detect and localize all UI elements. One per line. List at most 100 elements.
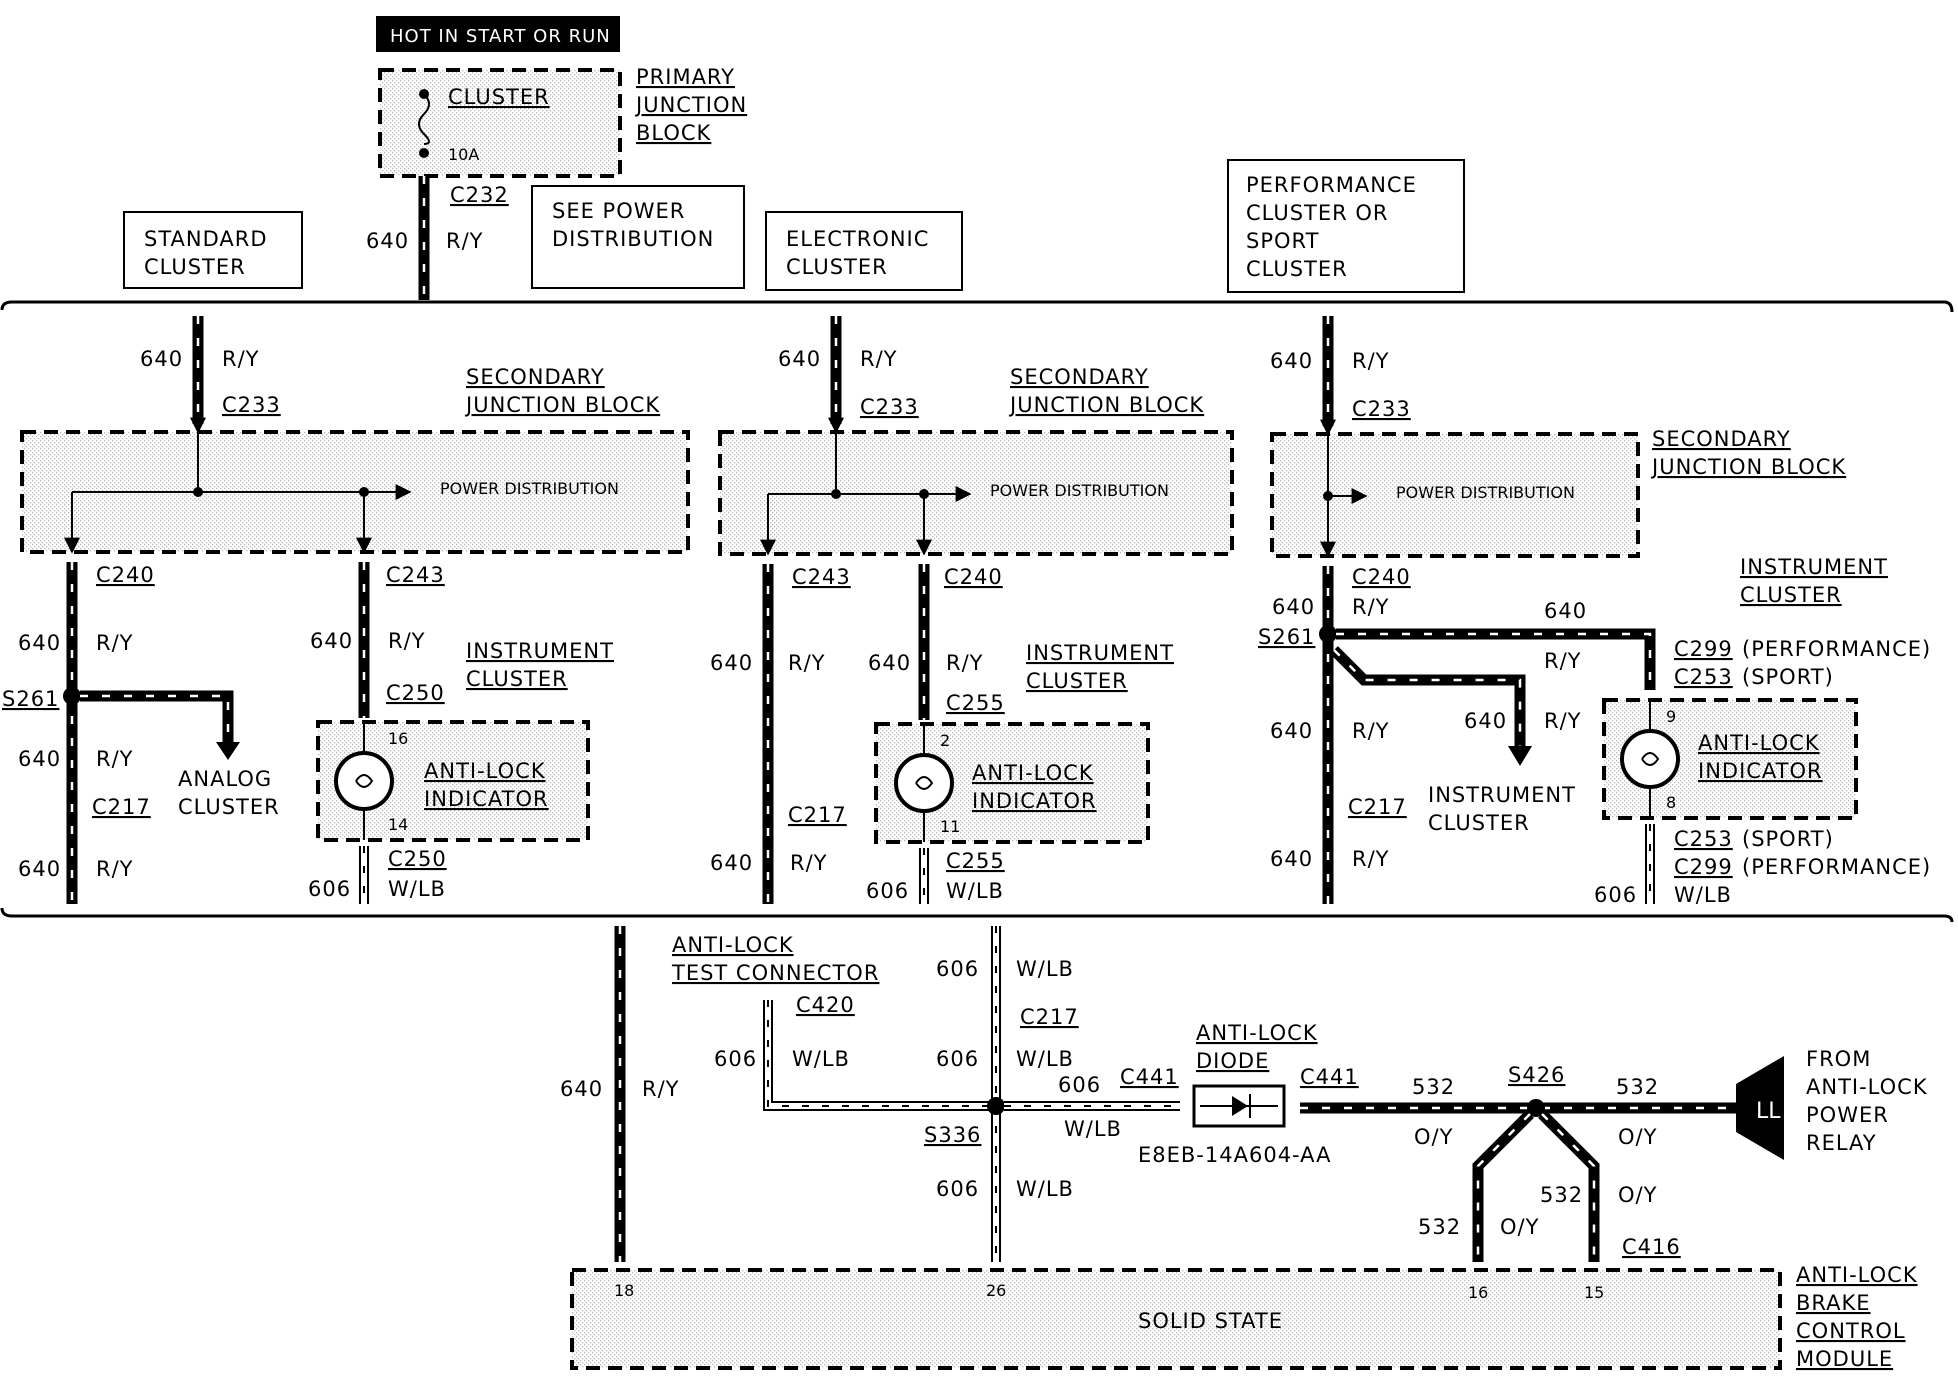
performance-title-3: SPORT bbox=[1246, 229, 1319, 253]
w532-right-color: O/Y bbox=[1618, 1125, 1657, 1149]
std-analog-1: ANALOG bbox=[178, 767, 272, 791]
cluster-fuse-label: CLUSTER bbox=[448, 85, 550, 109]
elec-ic-1: INSTRUMENT bbox=[1026, 641, 1174, 665]
std-c243: C243 bbox=[386, 563, 445, 587]
std-c217: C217 bbox=[92, 795, 151, 819]
elec-left-color: R/Y bbox=[788, 651, 826, 675]
perf-c299-top-note: (PERFORMANCE) bbox=[1742, 637, 1931, 661]
standard-cluster-box bbox=[123, 211, 303, 289]
fuse-rating: 10A bbox=[448, 145, 479, 164]
performance-title-1: PERFORMANCE bbox=[1246, 173, 1417, 197]
hot-in-start-label: HOT IN START OR RUN bbox=[390, 26, 611, 47]
perf-c240: C240 bbox=[1352, 565, 1411, 589]
fuse-icon bbox=[418, 93, 430, 145]
splice-s426 bbox=[1527, 1099, 1545, 1117]
standard-title-1: STANDARD bbox=[144, 227, 268, 251]
perf-ic-branch-color: R/Y bbox=[1544, 709, 1582, 733]
elec-in-color: R/Y bbox=[860, 347, 898, 371]
std-left-color-1: R/Y bbox=[96, 631, 134, 655]
std-left-circuit-3: 640 bbox=[18, 857, 61, 881]
w606-bot: 606 bbox=[936, 1177, 979, 1201]
performance-cluster-box bbox=[1227, 159, 1465, 293]
w606-bot-color: W/LB bbox=[1016, 1177, 1074, 1201]
elec-pin-11: 11 bbox=[940, 817, 960, 836]
elec-ic-2: CLUSTER bbox=[1026, 669, 1128, 693]
w532-down-r: 532 bbox=[1540, 1183, 1583, 1207]
std-pin-14: 14 bbox=[388, 815, 408, 834]
std-c233: C233 bbox=[222, 393, 281, 417]
elec-c240: C240 bbox=[944, 565, 1003, 589]
std-sjb-2: JUNCTION BLOCK bbox=[464, 393, 660, 417]
std-indicator-2: INDICATOR bbox=[424, 787, 549, 811]
feed-connector-c232: C232 bbox=[450, 183, 509, 207]
perf-s261-label: S261 bbox=[1258, 625, 1315, 649]
elec-out-circuit: 606 bbox=[866, 879, 909, 903]
performance-title-2: CLUSTER OR bbox=[1246, 201, 1389, 225]
std-in-color: R/Y bbox=[222, 347, 260, 371]
std-power-dist: POWER DISTRIBUTION bbox=[440, 479, 619, 498]
std-left-circuit-2: 640 bbox=[18, 747, 61, 771]
w532-left-color: O/Y bbox=[1414, 1125, 1453, 1149]
perf-indicator-2: INDICATOR bbox=[1698, 759, 1823, 783]
standard-title-2: CLUSTER bbox=[144, 255, 246, 279]
w532-down-r-color: O/Y bbox=[1618, 1183, 1657, 1207]
splice-s336 bbox=[987, 1097, 1005, 1115]
std-left-circuit-1: 640 bbox=[18, 631, 61, 655]
perf-c299-bottom: C299 bbox=[1674, 855, 1733, 879]
diode-color: W/LB bbox=[1064, 1117, 1122, 1141]
perf-ic-branch-circuit: 640 bbox=[1464, 709, 1507, 733]
perf-in-circuit: 640 bbox=[1270, 349, 1313, 373]
w532-left: 532 bbox=[1412, 1075, 1455, 1099]
perf-indicator-1: ANTI-LOCK bbox=[1698, 731, 1820, 755]
s426-label: S426 bbox=[1508, 1063, 1565, 1087]
module-pin-26: 26 bbox=[986, 1281, 1006, 1300]
std-splice-s261 bbox=[63, 687, 81, 705]
module-label-1: ANTI-LOCK bbox=[1796, 1263, 1918, 1287]
diode-circuit: 606 bbox=[1058, 1073, 1101, 1097]
perf-c253-top: C253 bbox=[1674, 665, 1733, 689]
variant-bracket-bottom bbox=[0, 907, 1954, 923]
perf-down-color-2: R/Y bbox=[1352, 847, 1390, 871]
diode-part-number: E8EB-14A604-AA bbox=[1138, 1143, 1331, 1167]
perf-circuit-a: 640 bbox=[1272, 595, 1315, 619]
elec-indicator-2: INDICATOR bbox=[972, 789, 1097, 813]
elec-in-circuit: 640 bbox=[778, 347, 821, 371]
relay-connector-icon bbox=[1736, 1056, 1784, 1160]
electronic-title-1: ELECTRONIC bbox=[786, 227, 929, 251]
perf-c253-bottom-note: (SPORT) bbox=[1742, 827, 1834, 851]
module-pin-15: 15 bbox=[1584, 1283, 1604, 1302]
perf-splice-s261 bbox=[1319, 625, 1337, 643]
std-ic-2: CLUSTER bbox=[466, 667, 568, 691]
c441-left: C441 bbox=[1120, 1065, 1179, 1089]
primary-jb-label-2: JUNCTION bbox=[634, 93, 747, 117]
diode-label-2: DIODE bbox=[1196, 1049, 1269, 1073]
std-left-color-3: R/Y bbox=[96, 857, 134, 881]
std-c250-bottom: C250 bbox=[388, 847, 447, 871]
perf-pin-8: 8 bbox=[1666, 793, 1676, 812]
perf-sjb-1: SECONDARY bbox=[1652, 427, 1791, 451]
diode-icon bbox=[1232, 1096, 1248, 1116]
elec-pin-2: 2 bbox=[940, 731, 950, 750]
perf-ic-2: CLUSTER bbox=[1740, 583, 1842, 607]
main-color: R/Y bbox=[642, 1077, 680, 1101]
perf-c299-top: C299 bbox=[1674, 637, 1733, 661]
elec-left-circuit: 640 bbox=[710, 651, 753, 675]
elec-power-dist: POWER DISTRIBUTION bbox=[990, 481, 1169, 500]
elec-c217: C217 bbox=[788, 803, 847, 827]
perf-down-color: R/Y bbox=[1352, 719, 1390, 743]
std-out-color: W/LB bbox=[388, 877, 446, 901]
elec-c243: C243 bbox=[792, 565, 851, 589]
elec-out-color: W/LB bbox=[946, 879, 1004, 903]
module-pin-18: 18 bbox=[614, 1281, 634, 1300]
w606-mid: 606 bbox=[936, 1047, 979, 1071]
test-c420: C420 bbox=[796, 993, 855, 1017]
std-c240: C240 bbox=[96, 563, 155, 587]
tc-circuit: 606 bbox=[714, 1047, 757, 1071]
w532-down-l: 532 bbox=[1418, 1215, 1461, 1239]
elec-left-circuit-2: 640 bbox=[710, 851, 753, 875]
relay-label-1: FROM bbox=[1806, 1047, 1871, 1071]
std-analog-2: CLUSTER bbox=[178, 795, 280, 819]
perf-pin-9: 9 bbox=[1666, 707, 1676, 726]
std-left-color-2: R/Y bbox=[96, 747, 134, 771]
